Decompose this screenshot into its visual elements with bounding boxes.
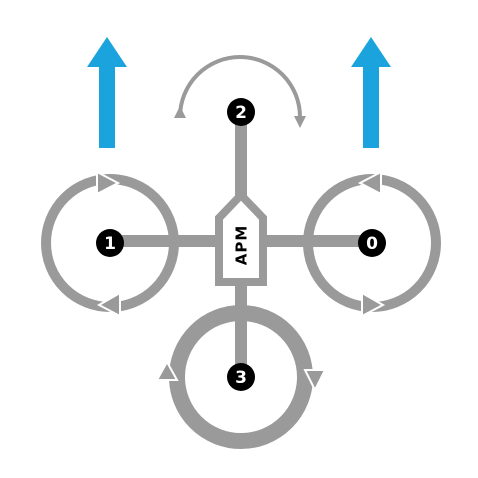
- motor-hub-3: 3: [227, 363, 255, 391]
- rotation-arrow-icon: [96, 170, 121, 196]
- motor-label-0: 0: [366, 234, 378, 254]
- controller-label: APM: [233, 225, 251, 266]
- rotation-arrow-icon: [357, 170, 382, 196]
- rotation-arrow-icon: [303, 369, 327, 393]
- apm-controller: APM: [215, 189, 267, 286]
- motor-hub-1: 1: [96, 229, 124, 257]
- forward-direction-arrow-left-icon: [87, 37, 127, 148]
- rotation-arrow-icon: [155, 359, 179, 381]
- rotation-ring-motor-2: [174, 55, 306, 128]
- rotation-ring-motor-1: [41, 170, 179, 318]
- motor-hub-2: 2: [227, 98, 255, 126]
- rotation-arrow-icon: [96, 291, 121, 318]
- motor-label-1: 1: [104, 234, 116, 254]
- rotation-ring-motor-0: [303, 170, 441, 318]
- rotation-arrow-icon: [361, 291, 386, 318]
- rotation-ring-motor-3: [155, 305, 327, 449]
- forward-direction-arrow-right-icon: [351, 37, 391, 148]
- motor-label-2: 2: [235, 103, 247, 123]
- rotation-arrow-icon: [294, 116, 306, 128]
- motor-label-3: 3: [235, 368, 247, 388]
- motor-hub-0: 0: [358, 229, 386, 257]
- rotation-arrow-icon: [174, 106, 186, 118]
